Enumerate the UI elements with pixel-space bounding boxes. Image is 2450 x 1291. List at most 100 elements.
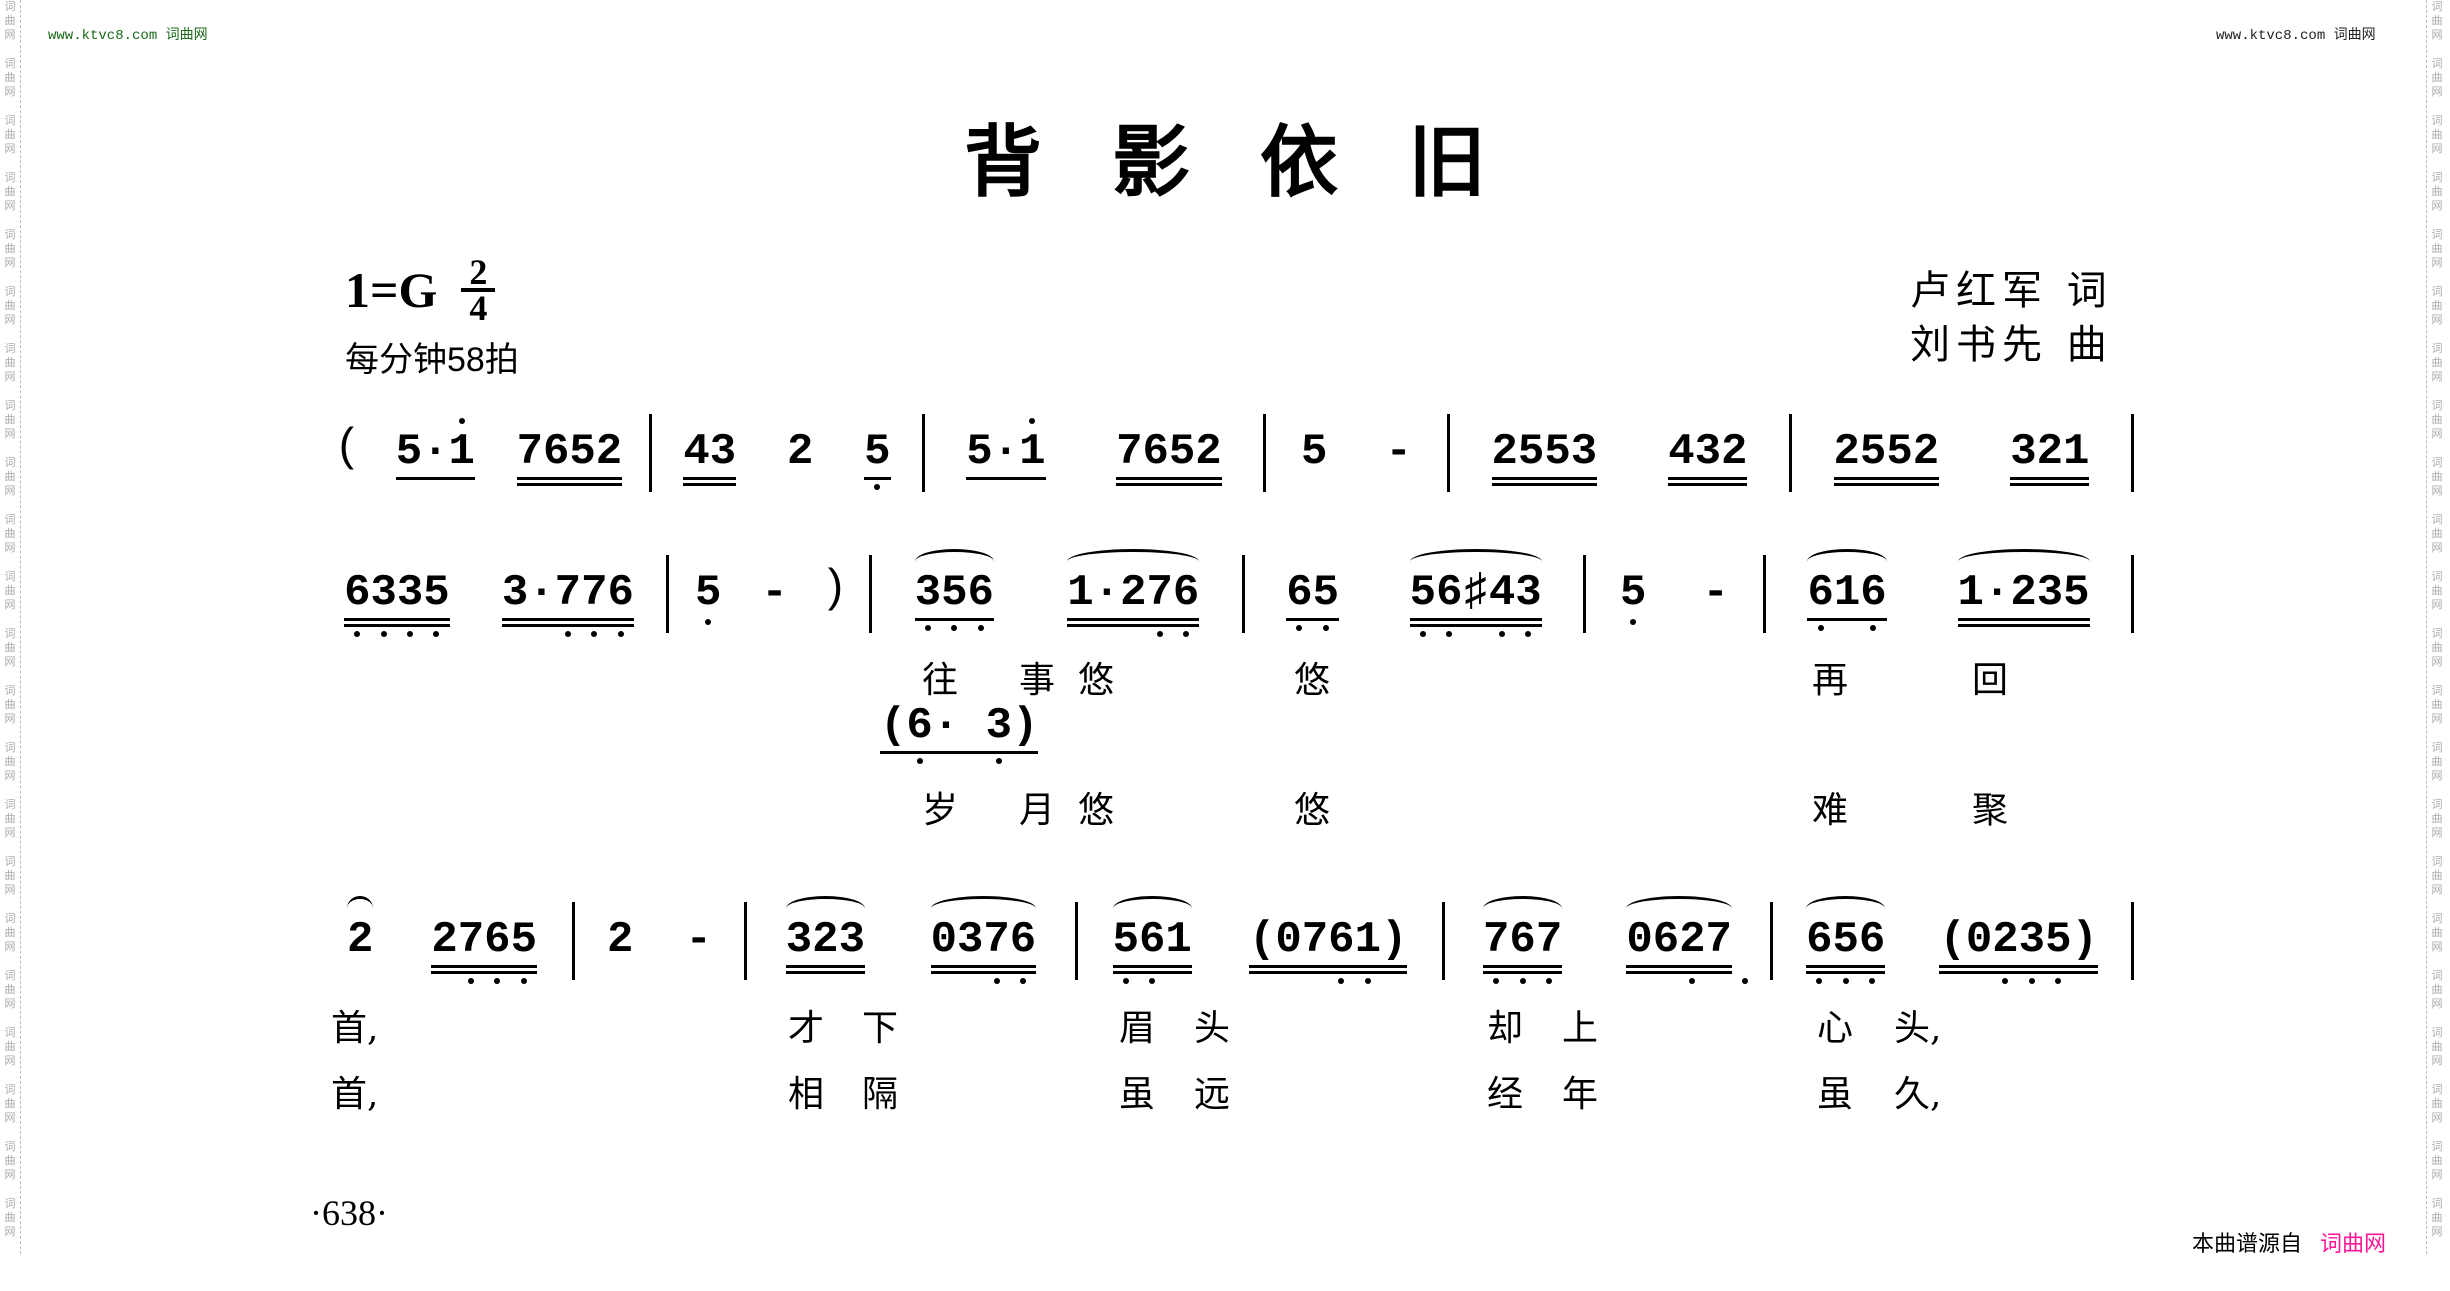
low-octave-dots [431, 974, 537, 986]
side-watermark: 词曲网 [4, 342, 16, 383]
beam [1112, 965, 1192, 968]
notes: 5 [694, 568, 722, 618]
lyric-syllable: 悠 [1078, 790, 1115, 831]
beam [1409, 618, 1542, 621]
beam [1668, 483, 1748, 486]
beam [1939, 971, 2098, 974]
side-watermark: 词曲网 [4, 627, 16, 668]
slur [1807, 549, 1887, 574]
beam [395, 477, 475, 480]
note-group: 65 [1286, 555, 1340, 633]
side-watermark: 词曲网 [4, 570, 16, 611]
note-group: 5·1 [966, 414, 1046, 480]
beam [344, 618, 450, 621]
side-watermark: 词曲网 [4, 741, 16, 782]
lyric-syllable: 经 [1487, 1074, 1524, 1115]
low-octave-dot [380, 631, 387, 637]
low-octave-dot [1817, 625, 1824, 631]
notes: - [1702, 568, 1729, 618]
low-octave-dot [1156, 631, 1163, 637]
beam [1248, 971, 1408, 974]
low-octave-dot [924, 625, 931, 631]
low-octave-dot [354, 631, 361, 637]
beam [1116, 483, 1222, 486]
notes: - [761, 568, 788, 618]
low-octave-dots [1410, 627, 1542, 639]
lyric-syllable: 悠 [1078, 660, 1115, 701]
side-watermark: 词曲网 [2431, 741, 2443, 782]
note-group: 561 [1112, 896, 1192, 986]
low-octave-dots [502, 627, 634, 639]
beam [1116, 477, 1222, 480]
low-octave-dots [695, 615, 721, 627]
notes: (6· 3) [880, 701, 1039, 751]
low-octave-dots [864, 480, 890, 492]
beam [683, 483, 737, 486]
lyric-syllable: 才 [788, 1008, 825, 1049]
side-watermark: 词曲网 [2431, 969, 2443, 1010]
notes: 5 [864, 427, 891, 477]
slur [930, 896, 1037, 921]
notes: 321 [2010, 427, 2090, 477]
side-watermark: 词曲网 [2431, 1083, 2443, 1124]
beam [2010, 483, 2090, 486]
beam [930, 965, 1037, 968]
low-octave-dot [467, 978, 474, 984]
note-group: 1·276 [1067, 549, 1200, 639]
lyric-syllable: 眉 [1119, 1008, 1156, 1049]
slur [1806, 896, 1886, 921]
low-octave-dot [993, 978, 1000, 984]
lyric-syllable: 却 [1487, 1008, 1524, 1049]
side-watermark: 词曲网 [2431, 114, 2443, 155]
side-watermark: 词曲网 [4, 855, 16, 896]
side-watermark: 词曲网 [4, 1026, 16, 1067]
beam [930, 971, 1037, 974]
lyric-syllable: 心 [1817, 1008, 1854, 1049]
high-octave-dots [966, 418, 1045, 426]
side-watermark: 词曲网 [2431, 399, 2443, 440]
measure: 5- [1586, 555, 1766, 633]
note-group: 767 [1483, 896, 1563, 986]
notes: 5 [1620, 568, 1647, 618]
notes: 6335 [344, 568, 450, 618]
low-octave-dot [1183, 631, 1190, 637]
low-octave-dot [1869, 978, 1876, 984]
lyric-syllable: 头 [1194, 1008, 1231, 1049]
low-octave-dot [1296, 625, 1303, 631]
low-octave-dots [1113, 974, 1192, 986]
side-watermark: 词曲网 [2431, 456, 2443, 497]
note-group: 2552 [1833, 414, 1940, 486]
slur [346, 896, 374, 921]
notes: 5 [1301, 427, 1328, 477]
note-group: - [761, 555, 787, 615]
beam [683, 477, 737, 480]
side-watermark: 词曲网 [2431, 627, 2443, 668]
beam [1833, 483, 1940, 486]
low-octave-dot [1816, 978, 1823, 984]
low-octave-dot [1122, 978, 1129, 984]
low-octave-dot [407, 631, 414, 637]
low-octave-dot [2055, 978, 2062, 984]
lyric-syllable: 首, [331, 1008, 379, 1049]
low-octave-dot [1689, 978, 1696, 984]
note-group: 5·1 [395, 414, 475, 480]
notes: 1·276 [1067, 568, 1200, 618]
side-watermark: 词曲网 [4, 513, 16, 554]
note-group: 2765 [431, 902, 537, 986]
notes: 65 [1286, 568, 1340, 618]
low-octave-dot [977, 625, 984, 631]
beam [501, 624, 634, 627]
beam [1806, 971, 1886, 974]
side-watermark: 词曲网 [4, 0, 16, 41]
beam [1409, 624, 1542, 627]
note-group: (0761) [1248, 902, 1408, 986]
side-watermark: 词曲网 [4, 1140, 16, 1181]
beam [1491, 483, 1598, 486]
notes: 0627 [1626, 915, 1732, 965]
note-group: 3·776 [501, 555, 634, 639]
beam [501, 618, 634, 621]
source-brand-link[interactable]: 词曲网 [2320, 1231, 2387, 1256]
